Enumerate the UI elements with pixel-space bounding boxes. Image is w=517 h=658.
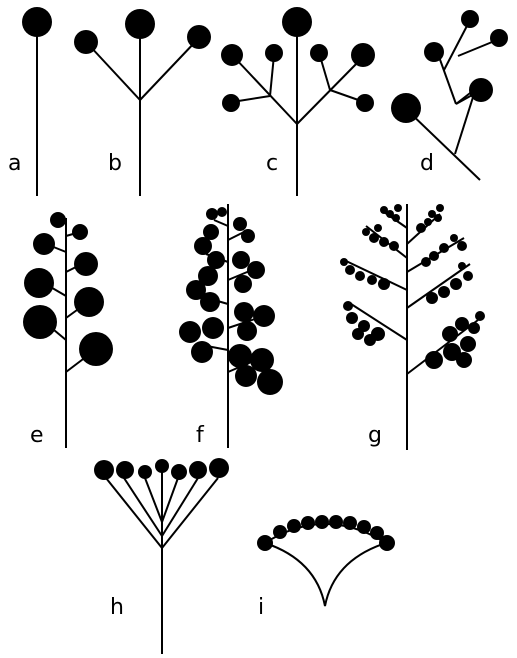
panel-f: f bbox=[179, 204, 283, 448]
panel-label-h: h bbox=[110, 595, 124, 620]
panel-label-d: d bbox=[420, 151, 434, 176]
flowers bbox=[257, 515, 395, 551]
panel-e: e bbox=[23, 212, 113, 448]
flower bbox=[22, 7, 52, 37]
stems bbox=[232, 26, 364, 196]
flowers bbox=[340, 204, 485, 369]
panel-g: g bbox=[340, 204, 485, 450]
panel-label-b: b bbox=[108, 151, 122, 176]
stems bbox=[106, 472, 218, 654]
panel-label-g: g bbox=[368, 423, 382, 448]
flowers bbox=[179, 207, 283, 395]
stems bbox=[88, 26, 197, 196]
flowers bbox=[391, 10, 508, 123]
panel-label-i: i bbox=[258, 595, 264, 620]
panel-i: i bbox=[257, 515, 395, 620]
panel-c: c bbox=[221, 7, 375, 196]
panel-b: b bbox=[74, 9, 211, 196]
panel-label-a: a bbox=[8, 151, 21, 176]
panel-label-c: c bbox=[266, 151, 278, 176]
panel-a: a bbox=[8, 7, 52, 196]
panel-label-e: e bbox=[30, 423, 44, 448]
panel-label-f: f bbox=[196, 423, 205, 448]
panel-d: d bbox=[391, 10, 508, 180]
panel-h: h bbox=[94, 458, 229, 654]
